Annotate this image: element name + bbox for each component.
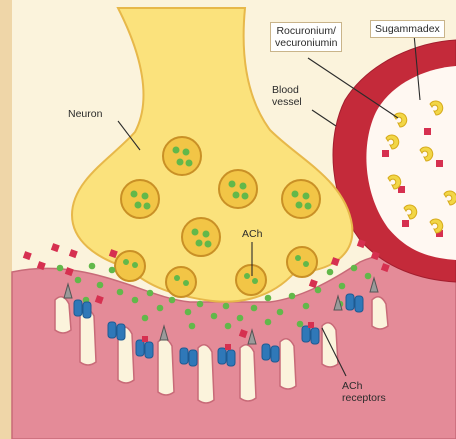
sugammadex-label: Sugammadex bbox=[370, 20, 445, 38]
vesicle bbox=[282, 180, 320, 218]
vesicle bbox=[287, 247, 317, 277]
receptor bbox=[302, 326, 310, 342]
receptor bbox=[136, 340, 144, 356]
vesicle bbox=[166, 267, 196, 297]
ach-label: ACh bbox=[242, 228, 262, 240]
fold bbox=[158, 339, 174, 395]
vesicle bbox=[236, 265, 266, 295]
receptor bbox=[180, 348, 188, 364]
left-frame-strip bbox=[0, 0, 12, 439]
fold bbox=[198, 345, 214, 403]
rocuronium-label: Rocuronium/ vecuroniumin bbox=[270, 22, 342, 52]
vesicle bbox=[182, 218, 220, 256]
vesicle bbox=[121, 180, 159, 218]
fold bbox=[240, 345, 256, 401]
fold bbox=[55, 297, 71, 333]
vesicle bbox=[115, 251, 145, 281]
receptor bbox=[346, 294, 354, 310]
neuron-label: Neuron bbox=[68, 108, 102, 120]
vesicle bbox=[163, 137, 201, 175]
receptor bbox=[74, 300, 82, 316]
receptor bbox=[108, 322, 116, 338]
blood-vessel-label: Blood vessel bbox=[272, 84, 302, 108]
fold bbox=[280, 339, 296, 389]
vesicle bbox=[219, 170, 257, 208]
ach-receptors-label: ACh receptors bbox=[342, 380, 386, 404]
receptor bbox=[262, 344, 270, 360]
receptor bbox=[218, 348, 226, 364]
